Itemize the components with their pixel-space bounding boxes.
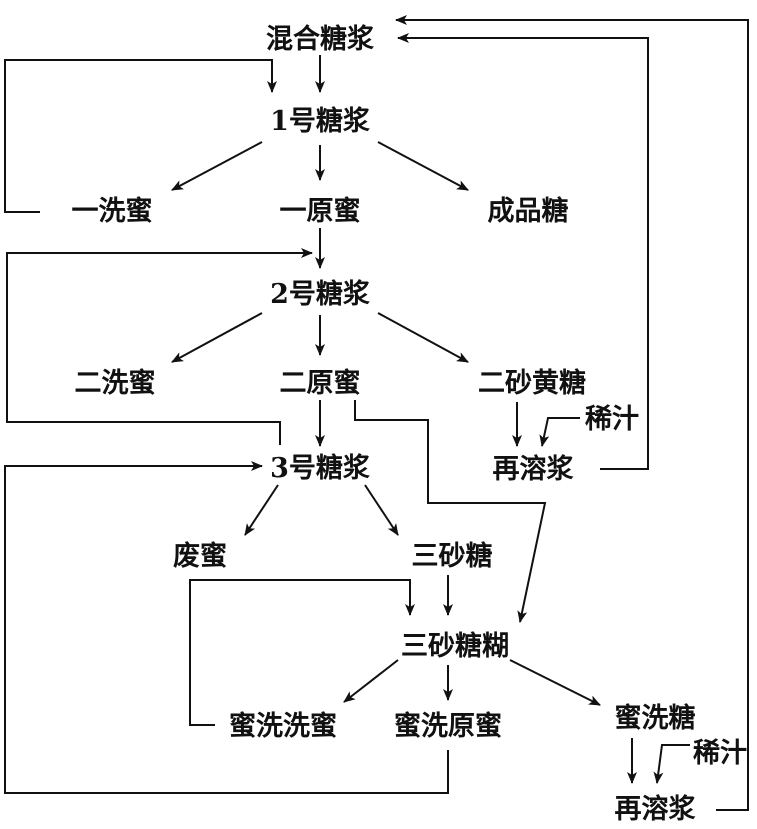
edge-sanshahu-to-mixixi [343, 659, 399, 703]
node-s1: 1号糖浆 [270, 105, 371, 137]
node-s3: 3号糖浆 [270, 452, 371, 484]
edge-erxi-to-s2 [6, 248, 313, 445]
edge-yixi-to-s1 [4, 59, 277, 213]
node-sanshahu: 三砂糖糊 [401, 630, 509, 662]
node-xizhi1: 稀汁 [585, 404, 639, 435]
node-mixiyuan: 蜜洗原蜜 [394, 711, 502, 742]
node-s2: 2号糖浆 [270, 278, 371, 310]
node-eryuan: 二原蜜 [280, 368, 361, 399]
node-zairong1: 再溶浆 [493, 453, 575, 485]
edge-s2-to-ersha [377, 312, 469, 363]
node-zairong2: 再溶浆 [615, 793, 697, 825]
nodes: 混合糖浆 1号糖浆 一洗蜜 一原蜜 成品糖 2号糖浆 二洗蜜 二原蜜 二砂黄糖 … [72, 23, 748, 825]
edge-s1-to-chengpin [377, 141, 469, 191]
edge-sanshahu-to-mixitang [509, 659, 601, 706]
edge-eryuan-to-sanshahu [354, 400, 547, 623]
edge-s1-to-yixi [171, 141, 263, 191]
edge-zairong1-to-hunhe [397, 33, 649, 470]
node-hunhe: 混合糖浆 [266, 23, 375, 55]
node-xizhi2: 稀汁 [693, 738, 747, 769]
node-sansha: 三砂糖 [412, 540, 493, 572]
edge-s3-to-sansha [364, 484, 399, 536]
edge-s3-to-feimi [244, 484, 279, 536]
edge-s2-to-erxi [171, 312, 263, 363]
edge-mixiyuan-to-s3 [4, 461, 449, 794]
node-feimi: 废蜜 [173, 540, 227, 572]
node-yiyuan: 一原蜜 [280, 196, 361, 227]
node-ersha: 二砂黄糖 [478, 367, 586, 399]
edge-mixixi-to-sanshahu [189, 579, 415, 726]
edge-xizhi2-to-zairong2 [653, 744, 690, 784]
node-mixitang: 蜜洗糖 [615, 702, 696, 734]
edge-zairong2-to-hunhe [395, 15, 749, 811]
node-mixixi: 蜜洗洗蜜 [229, 711, 337, 742]
node-erxi: 二洗蜜 [75, 368, 156, 399]
edge-xizhi1-to-zairong1 [539, 417, 580, 447]
edges [4, 15, 749, 811]
node-chengpin: 成品糖 [488, 195, 569, 227]
node-yixi: 一洗蜜 [72, 196, 153, 227]
